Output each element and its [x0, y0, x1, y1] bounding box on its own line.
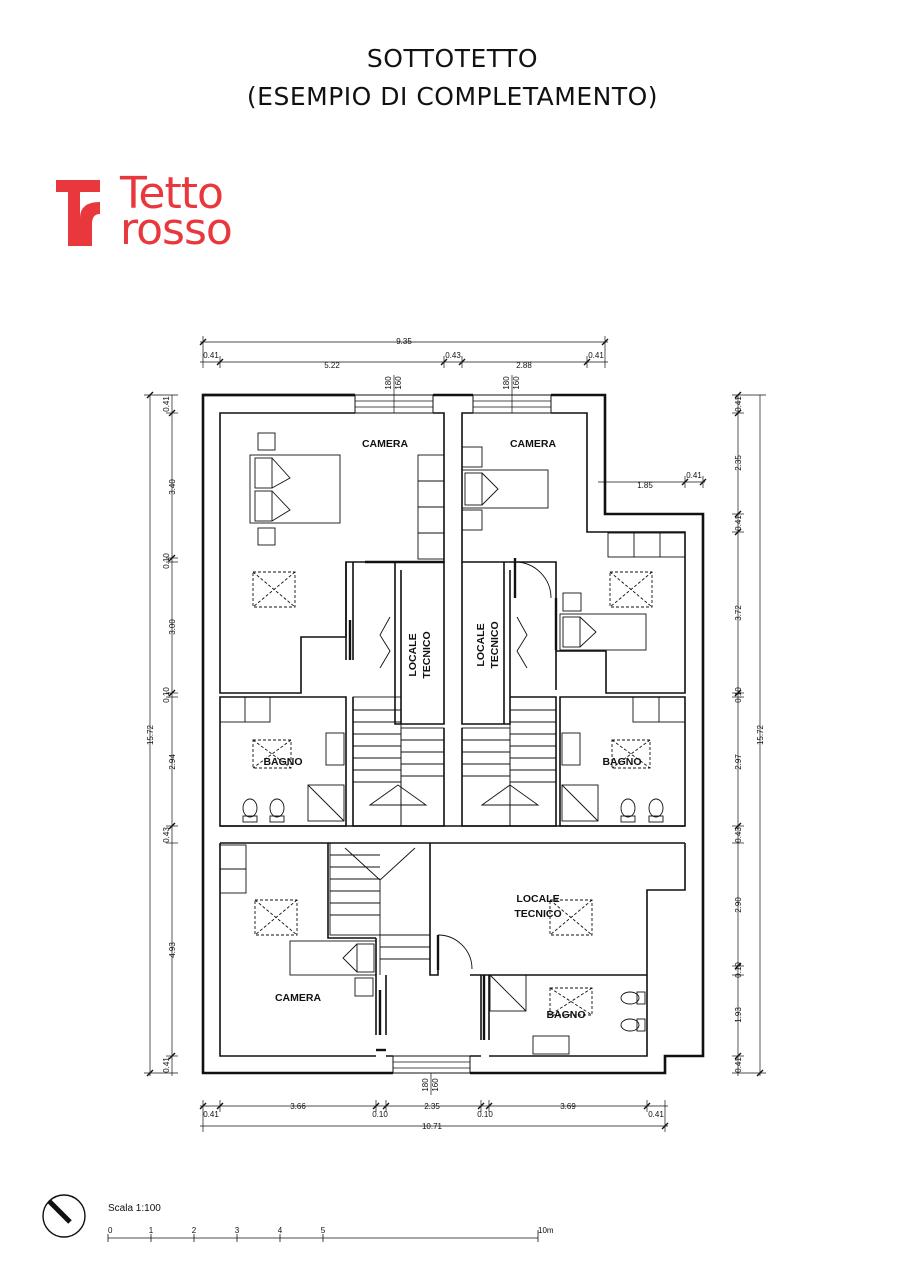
dim-win-tr-b: 160	[512, 376, 521, 390]
dim-right-total: 15.72	[756, 724, 765, 745]
dim-bottom-1: 3.66	[290, 1102, 306, 1111]
outer-wall-outer-path	[201, 393, 705, 1075]
dim-left-2: 0.10	[162, 553, 171, 569]
dim-bottom-4: 0.10	[477, 1110, 493, 1119]
dim-left-4: 0.10	[162, 687, 171, 703]
room-locale-bottom-l2: TECNICO	[514, 908, 561, 920]
dim-win-tl-b: 160	[394, 376, 403, 390]
dim-right-8: 0.10	[734, 962, 743, 978]
room-camera-top-right: CAMERA	[510, 438, 556, 450]
room-camera-bottom: CAMERA	[275, 992, 321, 1004]
scale-tick-5: 5	[321, 1226, 326, 1235]
scale-tick-1: 1	[149, 1226, 154, 1235]
dim-right-1: 2.35	[734, 455, 743, 471]
room-bagno-right: BAGNO	[602, 756, 641, 768]
dim-bottom-total: 10.71	[422, 1122, 443, 1131]
room-bagno-bottom: BAGNO	[546, 1009, 585, 1021]
dim-inner-041: 0.41	[686, 471, 702, 480]
dim-right-4: 0.10	[734, 687, 743, 703]
dim-bottom-5: 3.69	[560, 1102, 576, 1111]
dim-win-tl-a: 180	[384, 376, 393, 390]
dim-top-span2: 2.88	[516, 361, 532, 370]
dim-top-total: 9.35	[396, 337, 412, 346]
scale-tick-0: 0	[108, 1226, 113, 1235]
scale-tick-3: 3	[235, 1226, 240, 1235]
dim-bottom-0: 0.41	[203, 1110, 219, 1119]
tettorosso-logo: Tetto rosso	[56, 172, 256, 255]
page-title-line1: SOTTOTETTO	[366, 44, 539, 73]
dim-left-1: 3.40	[168, 479, 177, 495]
logo-word-tetto: Tetto	[120, 168, 224, 219]
dim-inner-185: 1.85	[637, 481, 653, 490]
dim-left-5: 2.94	[168, 754, 177, 770]
room-bagno-left: BAGNO	[263, 756, 302, 768]
room-locale-right-l1: LOCALE	[475, 623, 487, 666]
dim-win-tr-a: 180	[502, 376, 511, 390]
dim-left-3: 3.00	[168, 619, 177, 635]
dim-left-8: 0.41	[162, 1057, 171, 1073]
dim-left-6: 0.43	[162, 827, 171, 843]
dim-right-10: 0.41	[734, 1057, 743, 1073]
dim-right-2: 0.41	[734, 515, 743, 531]
dim-right-0: 0.41	[734, 396, 743, 412]
dim-bottom-3: 2.35	[424, 1102, 440, 1111]
dim-top-span1: 5.22	[324, 361, 340, 370]
dim-right-3: 3.72	[734, 605, 743, 621]
logo-word-rosso: rosso	[120, 204, 233, 255]
dim-bottom-6: 0.41	[648, 1110, 664, 1119]
compass-icon	[42, 1194, 86, 1238]
scale-tick-10m: 10m	[538, 1226, 554, 1235]
dim-top-mid: 0.43	[445, 351, 461, 360]
dim-bottom-2: 0.10	[372, 1110, 388, 1119]
dim-left-7: 4.93	[168, 942, 177, 958]
scale-bar	[107, 1230, 539, 1242]
scale-tick-4: 4	[278, 1226, 283, 1235]
room-locale-bottom-l1: LOCALE	[516, 893, 559, 905]
dim-right-9: 1.93	[734, 1007, 743, 1023]
scale-tick-2: 2	[192, 1226, 197, 1235]
room-locale-left-l1: LOCALE	[407, 633, 419, 676]
dim-left-0: 0.41	[162, 396, 171, 412]
scale-label: Scala 1:100	[108, 1203, 161, 1214]
room-locale-right-l2: TECNICO	[489, 621, 501, 668]
dim-win-bottom-b: 160	[431, 1078, 440, 1092]
dim-win-bottom-a: 180	[421, 1078, 430, 1092]
dim-right-6: 0.43	[734, 827, 743, 843]
room-camera-top-left: CAMERA	[362, 438, 408, 450]
room-locale-left-l2: TECNICO	[421, 631, 433, 678]
dim-top-wall-left: 0.41	[203, 351, 219, 360]
page-title-line2: (ESEMPIO DI COMPLETAMENTO)	[246, 82, 659, 111]
dim-right-5: 2.97	[734, 754, 743, 770]
dim-top-wall-right: 0.41	[588, 351, 604, 360]
window-bottom	[392, 1055, 471, 1074]
dim-left-total: 15.72	[146, 724, 155, 745]
dim-right-7: 2.90	[734, 897, 743, 913]
logo-mark-icon	[56, 180, 100, 246]
